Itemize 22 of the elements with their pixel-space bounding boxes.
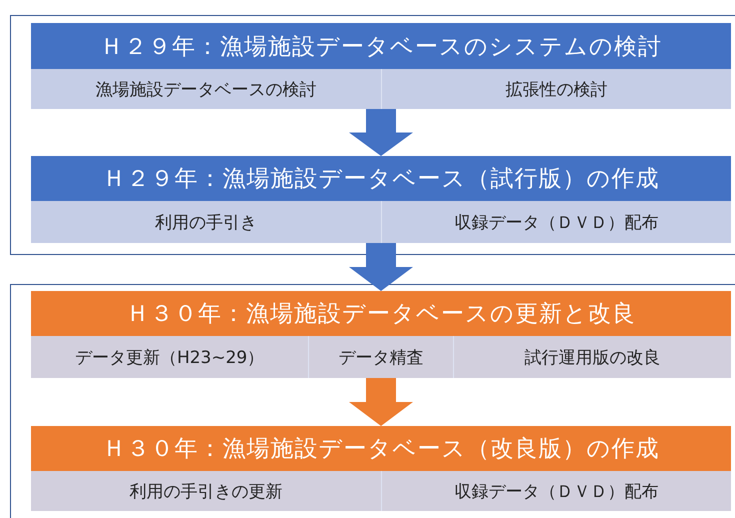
stage-block <box>31 156 731 243</box>
task-cell: 漁場施設データベースの検討 <box>31 69 380 109</box>
stage-block <box>31 426 731 511</box>
stage-block <box>31 291 731 378</box>
block-arrow <box>349 243 413 291</box>
block-arrow <box>349 378 413 426</box>
task-cell: 利用の手引きの更新 <box>31 471 380 511</box>
task-cell: 収録データ（ＤＶＤ）配布 <box>380 471 731 511</box>
phase-frame <box>10 15 735 255</box>
task-cell: 試行運用版の改良 <box>452 336 731 378</box>
phase-frame <box>10 284 735 518</box>
stage-title: Ｈ２９年：漁場施設データベース（試行版）の作成 <box>102 165 660 194</box>
task-cell: データ精査 <box>308 336 453 378</box>
block-arrow <box>349 109 413 156</box>
task-cell: 拡張性の検討 <box>380 69 731 109</box>
stage-block <box>31 23 731 109</box>
task-cell: 収録データ（ＤＶＤ）配布 <box>380 201 731 243</box>
task-cell: 利用の手引き <box>31 201 380 243</box>
stage-title: Ｈ３０年：漁場施設データベースの更新と改良 <box>125 300 637 329</box>
stage-title: Ｈ３０年：漁場施設データベース（改良版）の作成 <box>102 435 660 464</box>
stage-title: Ｈ２９年：漁場施設データベースのシステムの検討 <box>99 32 663 62</box>
task-cell: データ更新（H23~29） <box>31 336 308 378</box>
